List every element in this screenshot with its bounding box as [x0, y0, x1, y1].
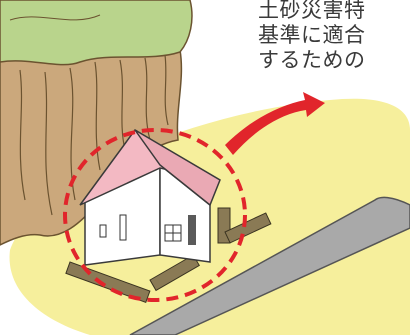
house: [79, 128, 221, 266]
caption-line-3: するための: [258, 48, 366, 72]
house-door: [188, 215, 196, 245]
house-window-2: [119, 214, 127, 241]
caption-text: 土砂災害特 基準に適合 するための: [258, 0, 366, 73]
cliff-top-grass: [0, 0, 193, 66]
caption-line-1: 土砂災害特: [258, 0, 366, 22]
road: [129, 196, 410, 335]
relocation-arrow: [225, 92, 325, 155]
house-window-1: [99, 224, 107, 238]
caption-line-2: 基準に適合: [258, 23, 366, 47]
dashed-danger-circle: [63, 128, 247, 302]
